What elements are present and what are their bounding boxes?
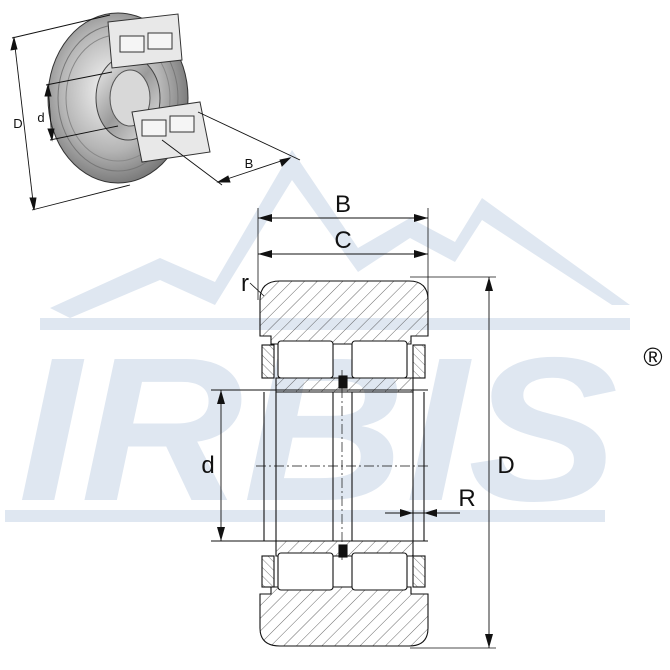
arrow-B-left [258, 214, 272, 222]
outer-ring-bottom [259, 586, 429, 647]
outer-ring-top [259, 280, 429, 345]
top-roller-2 [147, 32, 173, 50]
arrow-B-right [414, 214, 428, 222]
section-label-r: r [241, 270, 249, 297]
top-roller-1 [119, 35, 145, 53]
section-label-C: C [334, 227, 351, 254]
iso-label-B: B [245, 156, 254, 171]
section-label-D: D [497, 452, 514, 479]
bottom-roller-1 [141, 119, 167, 137]
arrow-d-bottom [217, 527, 225, 541]
section-view [211, 208, 496, 649]
cutaway-top [107, 13, 183, 69]
arrow-C-left [258, 250, 272, 258]
seal-top-left [261, 344, 275, 379]
leader-r [249, 282, 265, 297]
roller-top-right [351, 340, 408, 379]
iso-dimension-d [44, 71, 119, 142]
arrow-D-bottom [485, 634, 493, 648]
center-rib-bottom [338, 544, 348, 558]
arrow-d-top [217, 390, 225, 404]
iso-dimension-B [161, 111, 301, 186]
section-label-B: B [335, 191, 351, 218]
watermark: IRBIS ® [5, 150, 663, 544]
roller-bottom-right [351, 552, 408, 591]
watermark-registered-mark: ® [643, 342, 662, 372]
arrow-R-left [400, 509, 413, 517]
watermark-band-bottom [5, 510, 605, 522]
arrow-C-right [414, 250, 428, 258]
roller-bottom-left [277, 552, 334, 591]
seal-bottom-left [261, 555, 275, 588]
iso-label-d: d [37, 110, 44, 125]
roller-top-left [277, 340, 334, 379]
bottom-roller-2 [169, 115, 195, 133]
section-label-d: d [201, 452, 214, 479]
center-rib-top [338, 375, 348, 389]
seal-bottom-right [412, 555, 426, 588]
watermark-mountain [50, 150, 630, 318]
isometric-bearing-view: D d B [10, 12, 301, 211]
arrow-D-top [485, 277, 493, 291]
arrow-R-right [424, 509, 437, 517]
iso-dimension-D [10, 14, 131, 211]
seal-top-right [412, 344, 426, 379]
iso-label-D: D [13, 116, 22, 131]
section-label-R: R [458, 485, 475, 512]
